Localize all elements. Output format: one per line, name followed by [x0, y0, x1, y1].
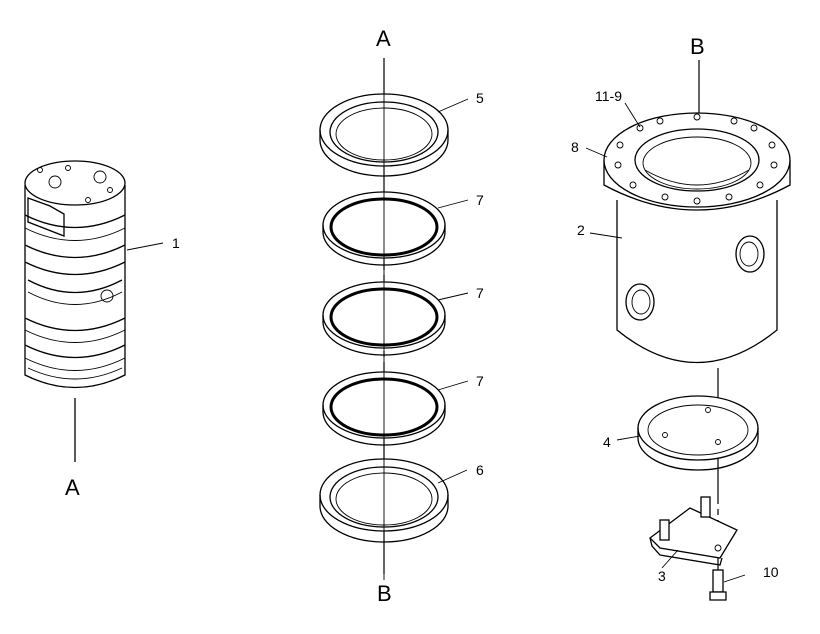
callout-7a: 7 [476, 192, 484, 208]
part-8-flange [603, 112, 791, 211]
callout-7b: 7 [476, 285, 484, 301]
part-1-spindle [24, 160, 126, 389]
leader-lines [126, 98, 746, 583]
callout-11-9: 11-9 [595, 88, 622, 104]
callout-4: 4 [603, 434, 611, 450]
callout-5: 5 [476, 90, 484, 106]
callout-6: 6 [476, 462, 484, 478]
callout-8: 8 [571, 139, 579, 155]
axis-label-center-bottom: B [377, 581, 392, 606]
callout-1: 1 [172, 235, 180, 251]
callout-2: 2 [577, 222, 585, 238]
part-3-bracket [649, 496, 738, 566]
axis-label-left-bottom: A [65, 475, 80, 500]
callout-3: 3 [658, 568, 666, 584]
axis-label-right-top: B [690, 34, 705, 59]
axis-label-center-top: A [376, 26, 391, 51]
part-4-plate [637, 395, 759, 471]
callout-7c: 7 [476, 373, 484, 389]
part-2-cylinder-body [616, 200, 778, 364]
callout-10: 10 [763, 564, 779, 580]
part-10-bolt [709, 569, 727, 601]
